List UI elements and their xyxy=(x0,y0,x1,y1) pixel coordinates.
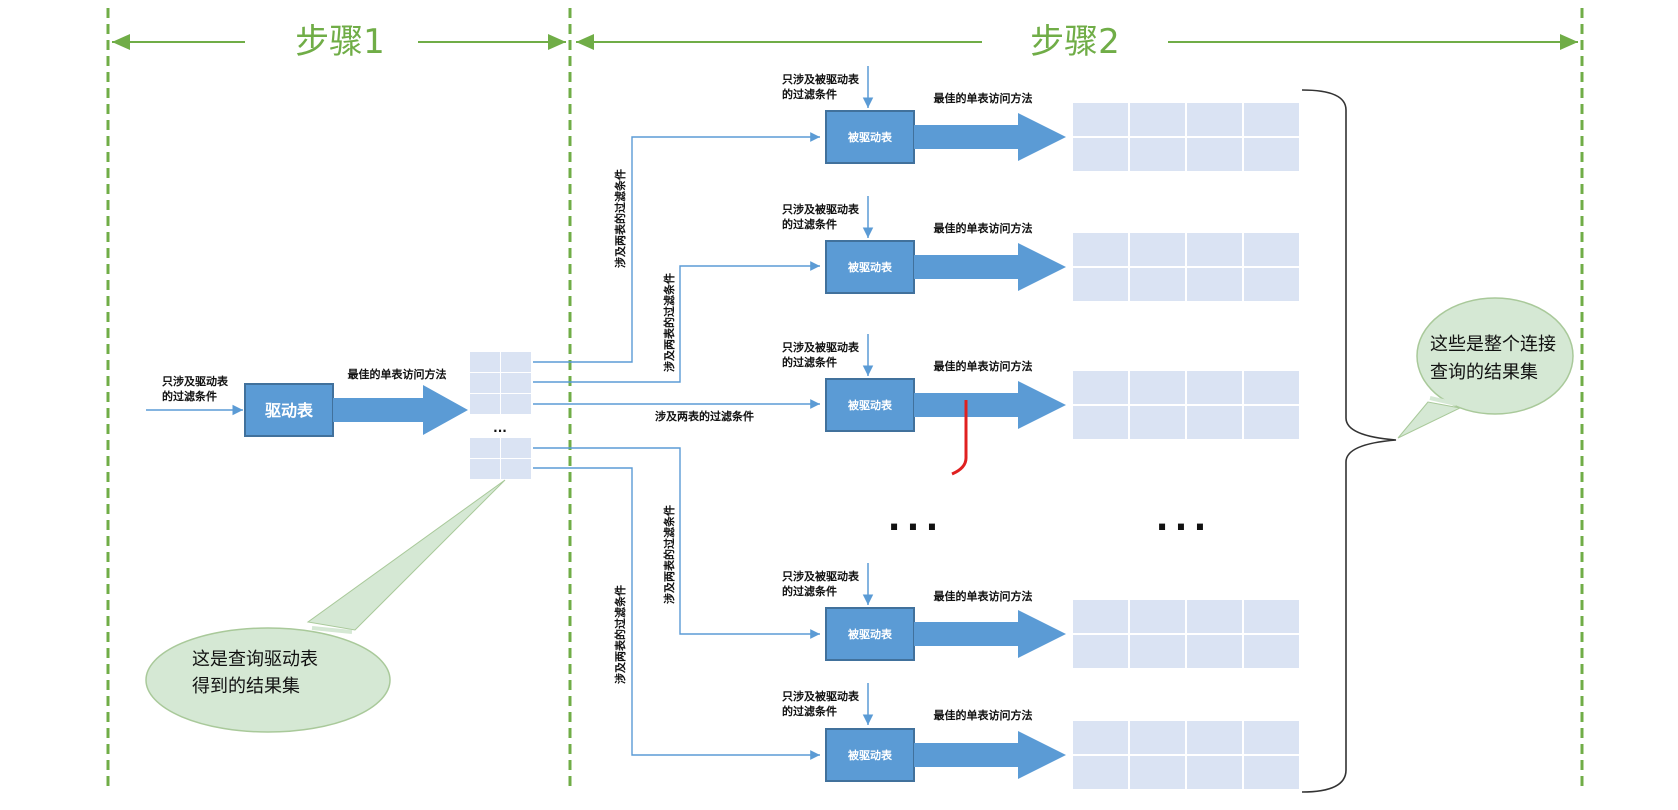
driving-filter-label-line2: 的过滤条件 xyxy=(162,389,217,403)
driven-rows-ellipsis: ... xyxy=(888,499,945,539)
driving-table-label: 驱动表 xyxy=(265,401,314,420)
two-table-condition-labels: 涉及两表的过滤条件 涉及两表的过滤条件 涉及两表的过滤条件 涉及两表的过滤条件 … xyxy=(613,169,754,684)
step-dividers xyxy=(106,8,1584,790)
driven-row-2: 只涉及被驱动表 的过滤条件 被驱动表 最佳的单表访问方法 xyxy=(782,196,1299,301)
driven-table-label: 被驱动表 xyxy=(848,260,893,274)
driven-access-arrow-icon xyxy=(914,113,1066,161)
driven-filter-label-line2: 的过滤条件 xyxy=(782,217,837,231)
driven-access-arrow-icon xyxy=(914,610,1066,658)
driven-access-arrow-icon xyxy=(914,243,1066,291)
driven-filter-label-line2: 的过滤条件 xyxy=(782,584,837,598)
result-rows-ellipsis: ... xyxy=(1156,499,1213,539)
driven-result-grid xyxy=(1073,233,1299,301)
driven-table-box xyxy=(825,110,915,164)
driven-filter-label-line1: 只涉及被驱动表 xyxy=(782,569,860,583)
driven-table-label: 被驱动表 xyxy=(848,130,893,144)
driving-result-grid-top xyxy=(470,352,531,414)
driving-filter-label-line1: 只涉及驱动表 xyxy=(162,374,229,388)
join-callout-line1: 这些是整个连接 xyxy=(1430,334,1556,355)
driven-access-method-label: 最佳的单表访问方法 xyxy=(934,359,1033,373)
driven-table-label: 被驱动表 xyxy=(848,627,893,641)
connector-row5 xyxy=(533,467,820,760)
driven-result-grid xyxy=(1073,721,1299,789)
two-table-label-5: 涉及两表的过滤条件 xyxy=(613,585,627,684)
driven-access-arrow-icon xyxy=(914,381,1066,429)
step1-header: 步骤1 xyxy=(112,22,566,62)
driven-result-grid xyxy=(1073,103,1299,171)
driven-filter-label-line2: 的过滤条件 xyxy=(782,355,837,369)
driven-row-1: 只涉及被驱动表 的过滤条件 被驱动表 最佳的单表访问方法 xyxy=(782,66,1299,171)
driven-access-method-label: 最佳的单表访问方法 xyxy=(934,708,1033,722)
step1-label: 步骤1 xyxy=(295,22,385,62)
driving-callout-line2: 得到的结果集 xyxy=(192,676,300,697)
driven-access-method-label: 最佳的单表访问方法 xyxy=(934,589,1033,603)
driven-filter-label-line1: 只涉及被驱动表 xyxy=(782,72,860,86)
driven-access-arrow-icon xyxy=(914,731,1066,779)
connector-row2 xyxy=(533,261,820,383)
driving-result-ellipsis: ... xyxy=(493,421,507,435)
driving-table-box xyxy=(244,383,334,437)
driven-filter-label-line1: 只涉及被驱动表 xyxy=(782,202,860,216)
driven-filter-label-line2: 的过滤条件 xyxy=(782,87,837,101)
red-annotation-stroke xyxy=(951,400,968,476)
driven-row-4: 只涉及被驱动表 的过滤条件 被驱动表 最佳的单表访问方法 xyxy=(782,563,1299,668)
driven-row-3: 只涉及被驱动表 的过滤条件 被驱动表 最佳的单表访问方法 xyxy=(782,334,1299,476)
driving-access-arrow-icon xyxy=(333,385,468,435)
two-table-label-1: 涉及两表的过滤条件 xyxy=(613,169,627,268)
driven-filter-label-line2: 的过滤条件 xyxy=(782,704,837,718)
driven-access-method-label: 最佳的单表访问方法 xyxy=(934,221,1033,235)
driven-filter-label-line1: 只涉及被驱动表 xyxy=(782,689,860,703)
driven-result-grid xyxy=(1073,600,1299,668)
driven-table-box xyxy=(825,240,915,294)
join-connectors xyxy=(533,132,820,760)
result-brace-icon xyxy=(1301,89,1397,793)
driven-result-grid xyxy=(1073,371,1299,439)
step2-header: 步骤2 xyxy=(576,22,1578,62)
two-table-label-4: 涉及两表的过滤条件 xyxy=(662,505,676,604)
driven-table-label: 被驱动表 xyxy=(848,748,893,762)
driven-filter-label-line1: 只涉及被驱动表 xyxy=(782,340,860,354)
driving-access-method-label: 最佳的单表访问方法 xyxy=(348,367,447,381)
driven-row-5: 只涉及被驱动表 的过滤条件 被驱动表 最佳的单表访问方法 xyxy=(782,683,1299,789)
step2-label: 步骤2 xyxy=(1030,22,1120,62)
driving-result-callout: 这是查询驱动表 得到的结果集 xyxy=(145,479,506,733)
join-result-callout: 这些是整个连接 查询的结果集 xyxy=(1397,297,1574,439)
connector-row1 xyxy=(533,132,820,363)
connector-row4 xyxy=(533,447,820,639)
driven-access-method-label: 最佳的单表访问方法 xyxy=(934,91,1033,105)
join-callout-line2: 查询的结果集 xyxy=(1430,362,1538,383)
driving-result-grid-bottom xyxy=(470,438,531,479)
driven-table-label: 被驱动表 xyxy=(848,398,893,412)
driven-table-box xyxy=(825,607,915,661)
two-table-label-2: 涉及两表的过滤条件 xyxy=(662,273,676,372)
two-table-label-3: 涉及两表的过滤条件 xyxy=(655,409,754,423)
step1-flow: 只涉及驱动表 的过滤条件 驱动表 最佳的单表访问方法 ... 这是查询 xyxy=(145,352,531,733)
driving-callout-line1: 这是查询驱动表 xyxy=(192,649,318,670)
